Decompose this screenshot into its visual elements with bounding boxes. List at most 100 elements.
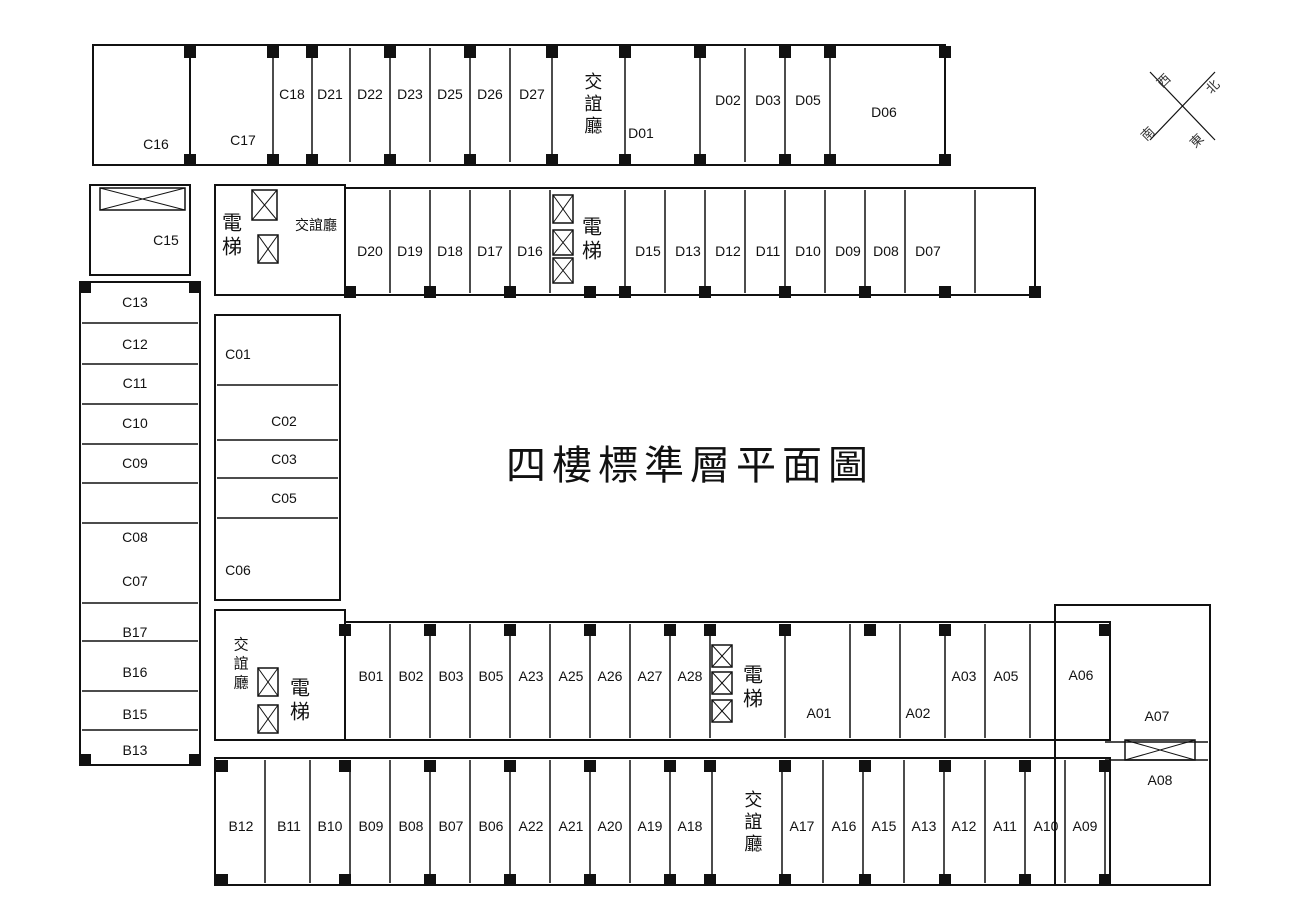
room-label-a15: A15 (871, 818, 897, 834)
room-label-d21: D21 (317, 86, 343, 102)
room-label-d09: D09 (835, 243, 861, 259)
room-label-b15: B15 (122, 706, 148, 722)
structural-column (344, 286, 356, 298)
room-label-c05: C05 (271, 490, 297, 506)
room-label-d26: D26 (477, 86, 503, 102)
room-label-d10: D10 (795, 243, 821, 259)
structural-column (824, 46, 836, 58)
structural-column (694, 46, 706, 58)
room-label-d08: D08 (873, 243, 899, 259)
room-label-a01: A01 (806, 705, 832, 721)
elevator-label-north: 電梯 (578, 216, 603, 264)
room-label-b16: B16 (122, 664, 148, 680)
room-label-c16: C16 (143, 136, 169, 152)
structural-column (939, 760, 951, 772)
structural-column (504, 624, 516, 636)
room-label-b07: B07 (438, 818, 464, 834)
elevator-shaft (257, 234, 279, 264)
elevator-shaft-cross (711, 644, 733, 668)
room-label-b06: B06 (478, 818, 504, 834)
room-label-d20: D20 (357, 243, 383, 259)
room-label-d16: D16 (517, 243, 543, 259)
elevator-shaft (552, 229, 574, 256)
elevator-shaft (99, 187, 186, 211)
structural-column (619, 154, 631, 166)
room-label-c11: C11 (122, 375, 148, 391)
room-label-c01: C01 (225, 346, 251, 362)
structural-column (546, 46, 558, 58)
west-inner-column (214, 314, 341, 601)
structural-column (504, 874, 516, 886)
room-label-d12: D12 (715, 243, 741, 259)
structural-column (584, 874, 596, 886)
structural-column (216, 760, 228, 772)
structural-column (664, 624, 676, 636)
structural-column (546, 154, 558, 166)
structural-column (1099, 760, 1111, 772)
structural-column (584, 760, 596, 772)
structural-column (424, 624, 436, 636)
structural-column (384, 154, 396, 166)
room-label-a13: A13 (911, 818, 937, 834)
north-wing-top-row (189, 44, 946, 166)
structural-column (704, 874, 716, 886)
room-label-a22: A22 (518, 818, 544, 834)
room-label-c06: C06 (225, 562, 251, 578)
room-label-b05: B05 (478, 668, 504, 684)
room-label-b02: B02 (398, 668, 424, 684)
structural-column (267, 154, 279, 166)
structural-column (339, 760, 351, 772)
structural-column (704, 760, 716, 772)
room-label-c10: C10 (122, 415, 148, 431)
room-label-b09: B09 (358, 818, 384, 834)
structural-column (1099, 624, 1111, 636)
elevator-shaft-cross (552, 257, 574, 284)
north-core (214, 184, 346, 296)
room-label-a21: A21 (558, 818, 584, 834)
lounge-label-southwest: 交誼廳 (231, 636, 250, 694)
room-label-d19: D19 (397, 243, 423, 259)
elevator-shaft (257, 704, 279, 734)
room-label-b10: B10 (317, 818, 343, 834)
room-label-a03: A03 (951, 668, 977, 684)
structural-column (779, 286, 791, 298)
structural-column (189, 281, 201, 293)
elevator-label-northwest: 電梯 (218, 212, 243, 260)
structural-column (664, 874, 676, 886)
elevator-shaft (251, 189, 278, 221)
structural-column (619, 286, 631, 298)
structural-column (939, 46, 951, 58)
c15-block (89, 184, 191, 276)
elevator-shaft-cross (552, 194, 574, 224)
structural-column (1099, 874, 1111, 886)
elevator-shaft-cross (257, 667, 279, 697)
room-label-c03: C03 (271, 451, 297, 467)
structural-column (1029, 286, 1041, 298)
room-label-d22: D22 (357, 86, 383, 102)
room-label-c15: C15 (153, 232, 179, 248)
room-label-c13: C13 (122, 294, 148, 310)
structural-column (464, 46, 476, 58)
room-label-a25: A25 (558, 668, 584, 684)
structural-column (939, 286, 951, 298)
room-label-c17: C17 (230, 132, 256, 148)
elevator-shaft-cross (257, 704, 279, 734)
south-wing-bottom-row (214, 757, 1111, 886)
structural-column (79, 281, 91, 293)
room-label-a12: A12 (951, 818, 977, 834)
structural-column (216, 874, 228, 886)
elevator-label-southwest: 電梯 (286, 677, 311, 725)
c16-block (92, 44, 191, 166)
lounge-label-south: 交誼廳 (741, 790, 763, 856)
elevator-shaft-cross (251, 189, 278, 221)
structural-column (79, 754, 91, 766)
structural-column (584, 624, 596, 636)
structural-column (664, 760, 676, 772)
structural-column (939, 874, 951, 886)
elevator-shaft (552, 194, 574, 224)
room-label-d11: D11 (755, 243, 781, 259)
elevator-shaft-cross (711, 699, 733, 723)
room-label-a23: A23 (518, 668, 544, 684)
plan-title: 四樓標準層平面圖 (506, 443, 874, 489)
north-wing-bottom-row (344, 187, 1036, 296)
